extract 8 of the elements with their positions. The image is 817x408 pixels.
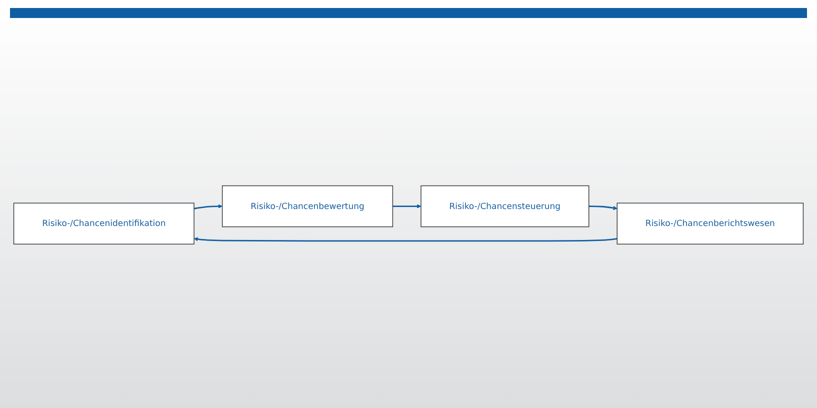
arrow bbox=[588, 206, 618, 210]
arrow bbox=[194, 237, 618, 242]
node-box: Risiko-/Chancenberichtswesen bbox=[616, 202, 804, 245]
node-box: Risiko-/Chancensteuerung bbox=[420, 185, 590, 228]
arrow bbox=[392, 204, 422, 208]
node-box: Risiko-/Chancenbewertung bbox=[222, 185, 394, 228]
node-box: Risiko-/Chancenidentifikation bbox=[13, 202, 194, 245]
arrow bbox=[194, 204, 222, 210]
